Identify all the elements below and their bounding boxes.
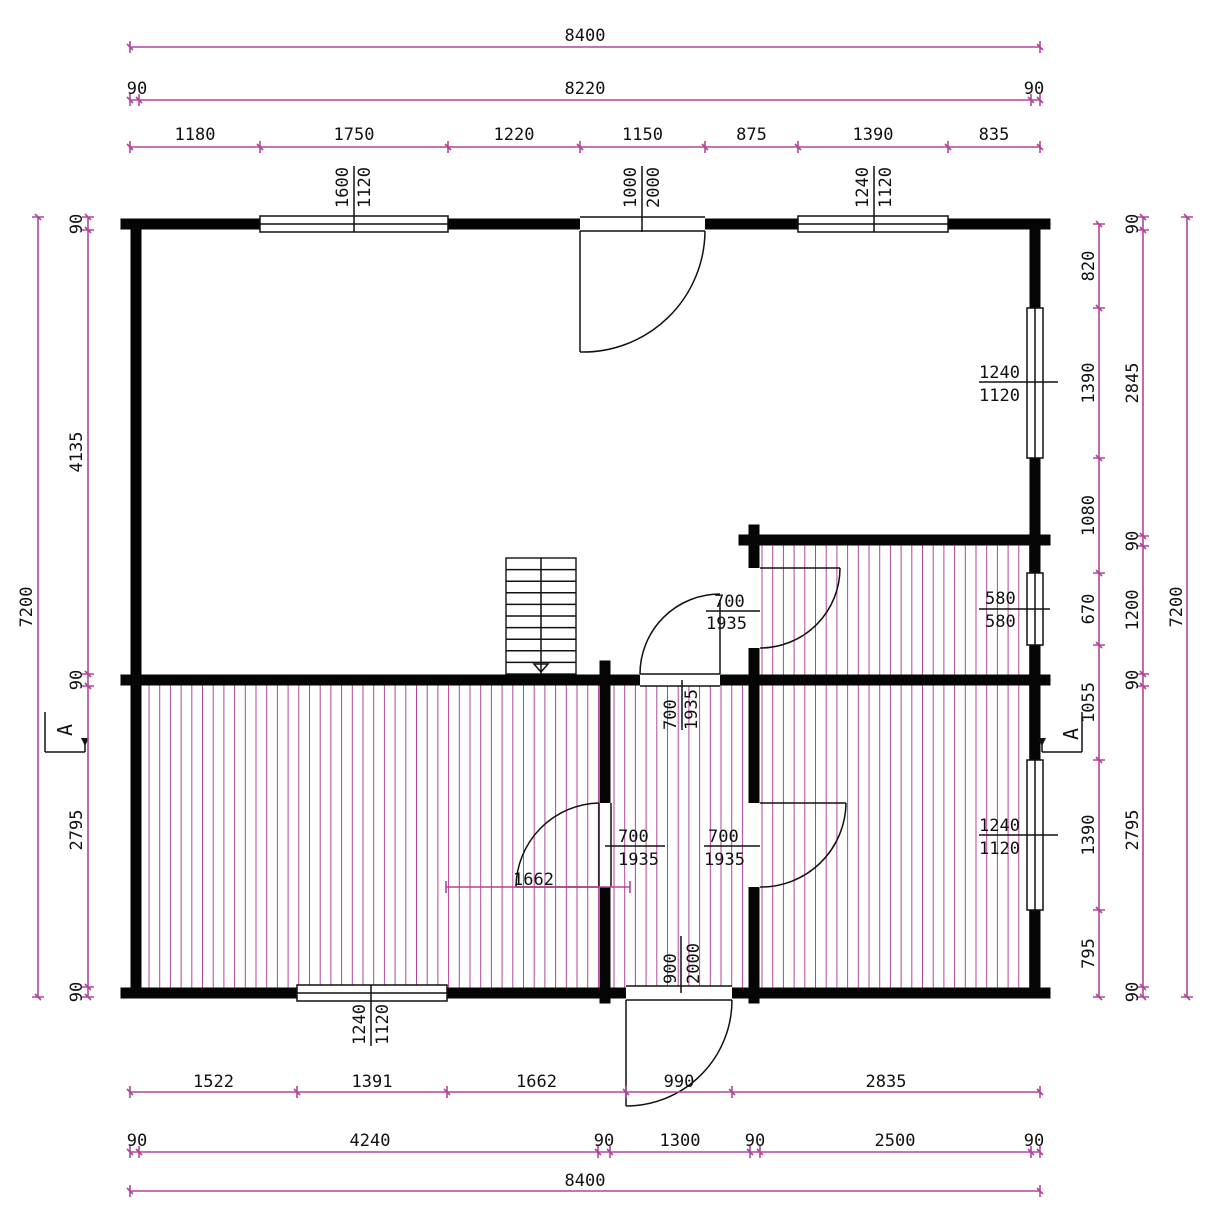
label-window-right-upper-w: 1240 <box>979 363 1020 383</box>
dim-bottom-seg2-label: 1300 <box>660 1131 701 1151</box>
dim-top-seg-label: 1180 <box>175 125 216 145</box>
label-inner-door-right-w: 700 <box>708 827 739 847</box>
label-window-top-left-h: 1120 <box>355 167 375 208</box>
hatch-room-left <box>148 684 599 990</box>
dim-left-seg-label: 4135 <box>67 432 87 473</box>
dim-bottom-seg1-label: 990 <box>664 1072 695 1092</box>
label-window-bottom-w: 1240 <box>350 1004 370 1045</box>
label-inner-door-left-w: 700 <box>618 827 649 847</box>
dim-top-edge-left: 90 <box>127 79 147 99</box>
dim-right-seg2-label: 90 <box>1123 982 1143 1002</box>
dim-top-inner: 8220 <box>565 79 606 99</box>
dim-bottom-seg2-label: 90 <box>745 1131 765 1151</box>
dim-right-seg1-label: 1055 <box>1079 682 1099 723</box>
section-mark-right: A <box>1038 712 1083 753</box>
section-label-right: A <box>1059 728 1083 740</box>
label-window-top-left-w: 1600 <box>333 167 353 208</box>
inner-dimension-line <box>445 881 631 893</box>
dim-left-total-label: 7200 <box>17 587 37 628</box>
walls <box>120 218 1051 1004</box>
section-mark-left: A <box>44 712 89 753</box>
dim-top-total-label: 8400 <box>565 26 606 46</box>
label-inner-dim: 1662 <box>513 870 554 890</box>
label-window-top-right-w: 1240 <box>853 167 873 208</box>
label-window-bottom-h: 1120 <box>373 1004 393 1045</box>
label-bath-door-w: 700 <box>714 592 745 612</box>
dim-bottom-seg1-label: 1391 <box>352 1072 393 1092</box>
label-bath-door-h: 1935 <box>706 614 747 634</box>
label-inner-door-left-h: 1935 <box>618 850 659 870</box>
dim-right-total-label: 7200 <box>1167 587 1187 628</box>
dim-right-seg1-label: 1390 <box>1079 815 1099 856</box>
section-label-left: A <box>53 724 77 736</box>
label-partition-door-w: 700 <box>661 699 681 730</box>
label-window-top-right-h: 1120 <box>876 167 896 208</box>
dim-top-seg-label: 875 <box>736 125 767 145</box>
dim-top-seg-label: 1390 <box>853 125 894 145</box>
dim-top-seg-label: 1150 <box>622 125 663 145</box>
opening-labels: 1600 1120 1000 2000 1240 1120 1240 1120 … <box>333 166 1058 1046</box>
dim-right-seg1-label: 795 <box>1079 938 1099 969</box>
dim-top-edge-right: 90 <box>1024 79 1044 99</box>
dimension-chains: 8400 90 8220 90 1180 1750 1220 1150 875 1390 835 15… <box>17 26 1193 1197</box>
label-window-right-lower-h: 1120 <box>979 839 1020 859</box>
dim-top-seg-label: 1220 <box>494 125 535 145</box>
door-swing-top <box>579 230 706 353</box>
dim-bottom-seg2-label: 90 <box>1024 1131 1044 1151</box>
label-door-top-w: 1000 <box>621 167 641 208</box>
dim-right-seg2-label: 2845 <box>1123 363 1143 404</box>
dim-right-seg2-label: 90 <box>1123 214 1143 234</box>
label-window-right-upper-h: 1120 <box>979 386 1020 406</box>
label-window-right-lower-w: 1240 <box>979 816 1020 836</box>
hatch-room-middle <box>613 684 743 990</box>
dim-left-seg-label: 90 <box>67 214 87 234</box>
dim-right-seg2-label: 1200 <box>1123 590 1143 631</box>
label-door-top-h: 2000 <box>644 167 664 208</box>
dim-left-seg-label: 90 <box>67 670 87 690</box>
dim-bottom-seg2-label: 90 <box>127 1131 147 1151</box>
dim-right-seg2-label: 90 <box>1123 531 1143 551</box>
dim-right-seg1-label: 1080 <box>1079 495 1099 536</box>
dim-bottom-seg1-label: 1662 <box>516 1072 557 1092</box>
dim-right-seg2-label: 90 <box>1123 670 1143 690</box>
label-small-window-h: 580 <box>985 612 1016 632</box>
dim-left-seg-label: 90 <box>67 982 87 1002</box>
dim-right-seg2-label: 2795 <box>1123 810 1143 851</box>
dim-top-seg-label: 835 <box>979 125 1010 145</box>
dim-bottom-seg2-label: 90 <box>594 1131 614 1151</box>
dim-bottom-total-label: 8400 <box>565 1171 606 1191</box>
door-swing-bottom <box>625 999 733 1107</box>
hatch-room-right <box>761 542 1030 990</box>
dim-right-seg1-label: 670 <box>1079 594 1099 625</box>
dim-right-seg1-label: 1390 <box>1079 363 1099 404</box>
dim-top-seg-label: 1750 <box>334 125 375 145</box>
label-door-bottom-w: 900 <box>661 953 681 984</box>
dim-bottom-seg2-label: 2500 <box>875 1131 916 1151</box>
openings <box>259 215 1044 1107</box>
dim-bottom-seg1-label: 1522 <box>193 1072 234 1092</box>
label-small-window-w: 580 <box>985 589 1016 609</box>
label-inner-door-right-h: 1935 <box>704 850 745 870</box>
dim-bottom-seg2-label: 4240 <box>350 1131 391 1151</box>
dim-left-seg-label: 2795 <box>67 810 87 851</box>
dim-bottom-seg1-label: 2835 <box>866 1072 907 1092</box>
label-door-bottom-h: 2000 <box>684 943 704 984</box>
dim-right-seg1-label: 820 <box>1079 251 1099 282</box>
stairs <box>505 557 577 675</box>
label-partition-door-h: 1935 <box>682 689 702 730</box>
